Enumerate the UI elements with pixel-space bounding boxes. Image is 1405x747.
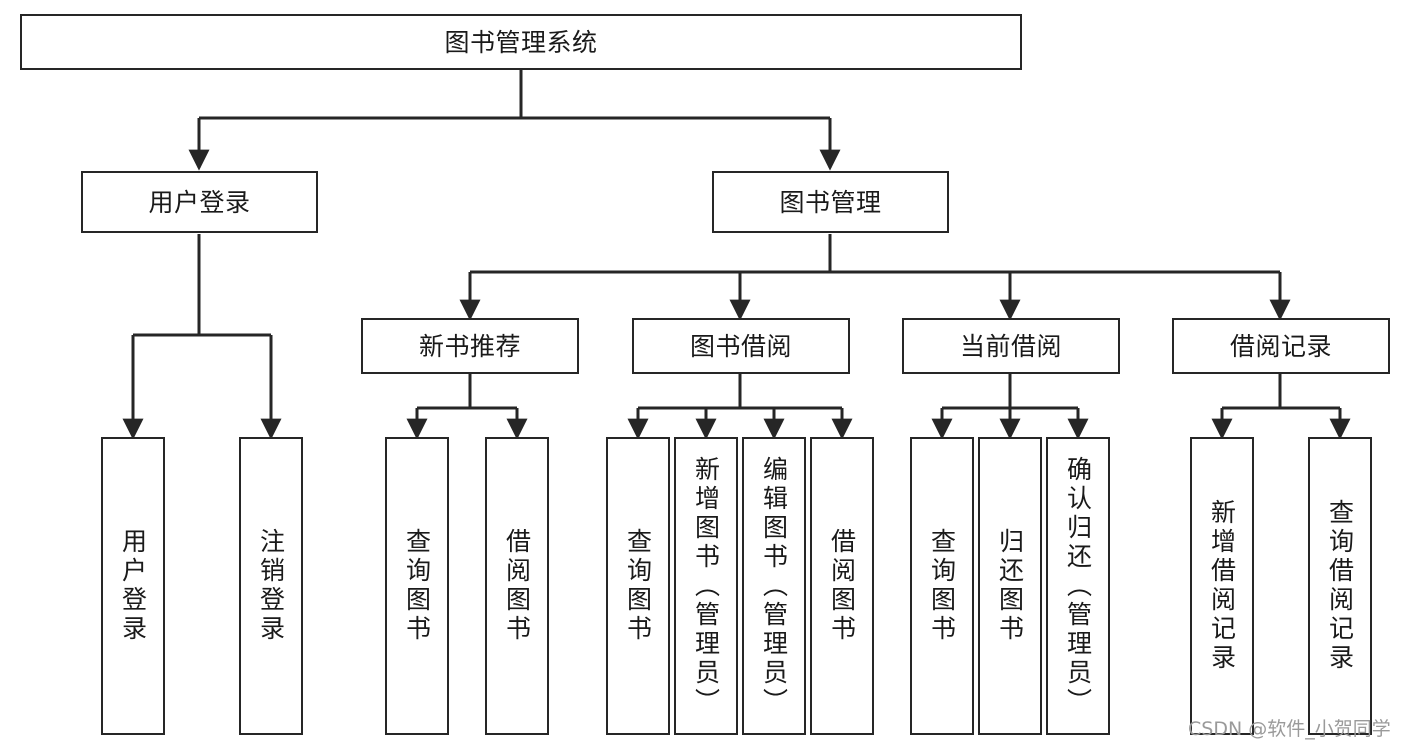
node-leaf-borrow-book-1[interactable]: 借阅图书 xyxy=(485,437,549,735)
node-leaf-add-record-label: 新增借阅记录 xyxy=(1207,499,1237,673)
node-root[interactable]: 图书管理系统 xyxy=(20,14,1022,70)
node-leaf-query-book-1-label: 查询图书 xyxy=(402,528,432,644)
node-leaf-borrow-book-1-label: 借阅图书 xyxy=(502,528,532,644)
node-leaf-query-book-3[interactable]: 查询图书 xyxy=(910,437,974,735)
node-leaf-borrow-book-2[interactable]: 借阅图书 xyxy=(810,437,874,735)
watermark-text: CSDN @软件_小贺同学 xyxy=(1188,718,1391,740)
node-book-manage-label: 图书管理 xyxy=(779,187,882,217)
node-leaf-edit-book[interactable]: 编辑图书（管理员） xyxy=(742,437,806,735)
node-user-login-label: 用户登录 xyxy=(148,187,251,217)
node-borrow-record[interactable]: 借阅记录 xyxy=(1172,318,1390,374)
node-leaf-add-book-label: 新增图书（管理员） xyxy=(691,455,721,717)
node-book-manage[interactable]: 图书管理 xyxy=(712,171,949,233)
node-new-book-rec[interactable]: 新书推荐 xyxy=(361,318,579,374)
node-leaf-query-book-2-label: 查询图书 xyxy=(623,528,653,644)
node-user-login[interactable]: 用户登录 xyxy=(81,171,318,233)
node-current-borrow-label: 当前借阅 xyxy=(959,331,1062,361)
node-leaf-confirm-return[interactable]: 确认归还（管理员） xyxy=(1046,437,1110,735)
node-leaf-query-book-3-label: 查询图书 xyxy=(927,528,957,644)
node-leaf-query-book-2[interactable]: 查询图书 xyxy=(606,437,670,735)
node-leaf-user-login-label: 用户登录 xyxy=(118,528,148,644)
node-book-borrow[interactable]: 图书借阅 xyxy=(632,318,850,374)
node-leaf-return-book[interactable]: 归还图书 xyxy=(978,437,1042,735)
node-leaf-borrow-book-2-label: 借阅图书 xyxy=(827,528,857,644)
node-leaf-return-book-label: 归还图书 xyxy=(995,528,1025,644)
node-leaf-confirm-return-label: 确认归还（管理员） xyxy=(1063,455,1093,717)
node-leaf-add-book[interactable]: 新增图书（管理员） xyxy=(674,437,738,735)
node-new-book-rec-label: 新书推荐 xyxy=(418,331,521,361)
node-leaf-user-login[interactable]: 用户登录 xyxy=(101,437,165,735)
node-root-label: 图书管理系统 xyxy=(444,27,598,57)
node-leaf-edit-book-label: 编辑图书（管理员） xyxy=(759,455,789,717)
node-borrow-record-label: 借阅记录 xyxy=(1229,331,1332,361)
node-leaf-query-record-label: 查询借阅记录 xyxy=(1325,499,1355,673)
node-leaf-add-record[interactable]: 新增借阅记录 xyxy=(1190,437,1254,735)
node-leaf-query-book-1[interactable]: 查询图书 xyxy=(385,437,449,735)
node-leaf-query-record[interactable]: 查询借阅记录 xyxy=(1308,437,1372,735)
node-book-borrow-label: 图书借阅 xyxy=(689,331,792,361)
node-leaf-user-logout[interactable]: 注销登录 xyxy=(239,437,303,735)
node-current-borrow[interactable]: 当前借阅 xyxy=(902,318,1120,374)
node-leaf-user-logout-label: 注销登录 xyxy=(256,528,286,644)
